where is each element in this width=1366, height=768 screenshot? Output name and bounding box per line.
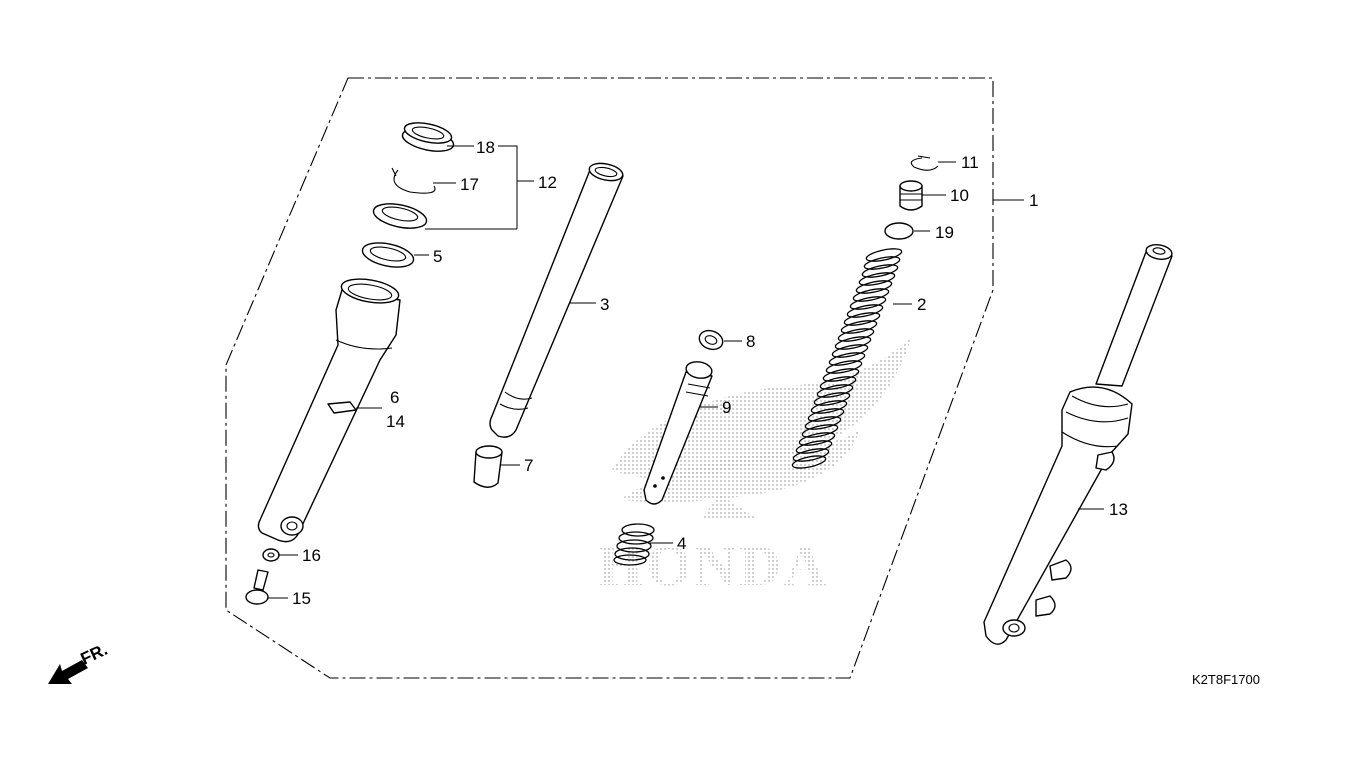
fork-outer-tube-tag [327,401,357,414]
callout-2: 2 [917,295,926,314]
callout-14: 14 [386,412,405,431]
diagram-code: K2T8F1700 [1192,672,1260,687]
slider-bushing [473,445,503,488]
fork-bolt [899,180,923,211]
callout-17: 17 [460,175,479,194]
callout-16: 16 [302,546,321,565]
callouts: 1 2 3 4 5 6 7 8 9 10 11 12 13 14 15 16 1… [292,138,1128,608]
retaining-clip [391,167,436,194]
dust-seal [401,122,455,152]
o-ring [884,222,914,240]
callout-1: 1 [1029,191,1038,210]
assembly-boundary [225,77,994,679]
callout-12: 12 [538,173,557,192]
callout-8: 8 [746,332,755,351]
callout-9: 9 [722,398,731,417]
snap-ring [910,155,939,171]
callout-7: 7 [524,456,533,475]
callout-3: 3 [600,295,609,314]
callout-13: 13 [1109,500,1128,519]
leader-lines [268,145,1104,599]
piston-ring [698,329,724,351]
fork-outer-tube [257,278,401,543]
fork-inner-pipe [489,162,624,438]
callout-18: 18 [476,138,495,157]
fork-piston [643,361,713,505]
callout-19: 19 [935,223,954,242]
socket-bolt [245,569,269,605]
callout-15: 15 [292,589,311,608]
callout-11: 11 [961,153,979,172]
backup-ring [361,242,415,268]
callout-5: 5 [433,247,442,266]
front-direction-arrow: FR. [48,640,111,684]
fork-assembly-complete [983,244,1173,645]
callout-4: 4 [677,534,686,553]
callout-6: 6 [390,388,399,407]
sealing-washer [262,548,280,562]
fork-spring [791,248,903,469]
callout-10: 10 [950,186,969,205]
rebound-spring [613,523,655,566]
oil-seal [372,203,428,229]
honda-watermark: HONDA [598,335,912,598]
